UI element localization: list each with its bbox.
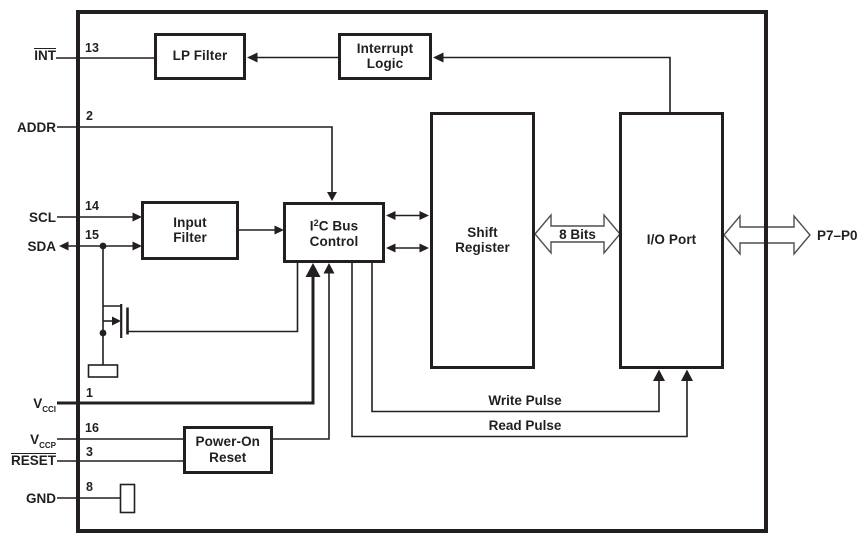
arrowhead-read-into-ioport xyxy=(681,369,693,381)
block-label: LP Filter xyxy=(172,48,228,64)
block-io-port: I/O Port xyxy=(619,111,724,369)
block-label-line2: Register xyxy=(455,240,510,255)
block-label-line2: Logic xyxy=(366,56,404,71)
port-range-label: P7–P0 xyxy=(817,227,858,243)
block-interrupt-logic: Interrupt Logic xyxy=(338,32,432,80)
gnd-pin-symbol xyxy=(119,483,136,514)
arrowhead-sda-into-inputfilter xyxy=(132,241,142,251)
arrowhead-mosfet-body xyxy=(112,316,121,326)
vccp-line xyxy=(57,272,330,440)
block-label-line1: Input xyxy=(173,214,207,230)
i2c-superscript: 2 xyxy=(313,217,319,228)
write-pulse-label: Write Pulse xyxy=(488,393,562,408)
block-i2c-bus-control: I2C Bus Control xyxy=(283,202,385,263)
arrowhead-bus1-left xyxy=(386,211,396,220)
pin-number-reset: 3 xyxy=(86,445,93,459)
mosfet-junction-dot xyxy=(99,329,107,337)
block-label-line2: Filter xyxy=(173,230,207,245)
arrowhead-addr-into-i2c xyxy=(327,192,337,201)
arrowhead-into-interrupt-logic xyxy=(433,52,444,63)
block-input-filter: Input Filter xyxy=(141,200,239,260)
pin-label-addr: ADDR xyxy=(17,120,56,135)
mosfet-ground-symbol xyxy=(87,364,119,378)
pin-label-reset: RESET xyxy=(10,453,56,468)
chip-boundary xyxy=(76,10,768,533)
ioport-to-interrupt-line xyxy=(442,56,671,113)
pin-number-addr: 2 xyxy=(86,109,93,123)
arrowhead-write-into-ioport xyxy=(653,369,665,381)
vcci-subscript: CCI xyxy=(42,405,56,414)
block-label: I/O Port xyxy=(646,232,697,248)
mosfet-source-line xyxy=(128,263,299,333)
arrowhead-vcci-into-i2c xyxy=(305,263,321,277)
read-pulse-label: Read Pulse xyxy=(488,417,562,433)
pin-number-gnd: 8 xyxy=(86,479,93,494)
block-label-line1: I2C Bus xyxy=(309,217,359,234)
pin-label-sda: SDA xyxy=(27,239,56,254)
arrowhead-sda-out xyxy=(59,241,69,251)
arrowhead-into-lpfilter xyxy=(247,52,258,63)
pin-number-vccp: 16 xyxy=(85,421,99,435)
vccp-subscript: CCP xyxy=(39,441,56,450)
arrowhead-inputfilter-into-i2c xyxy=(274,225,284,235)
block-label-line2: Reset xyxy=(209,449,247,465)
pin-label-int: INT xyxy=(34,48,56,63)
pin-label-vcci: VCCI xyxy=(33,396,56,414)
arrowhead-bus2-left xyxy=(386,243,396,253)
block-label-line1: Shift xyxy=(467,224,498,240)
arrowhead-bus1-right xyxy=(419,211,429,220)
pin-number-int: 13 xyxy=(85,41,99,55)
pin-number-vcci: 1 xyxy=(86,385,93,400)
write-pulse-line xyxy=(371,262,660,413)
block-power-on-reset: Power-On Reset xyxy=(183,426,273,474)
block-lp-filter: LP Filter xyxy=(154,32,246,80)
arrowhead-vccp-into-i2c xyxy=(323,263,335,274)
pin-number-scl: 14 xyxy=(85,199,99,213)
addr-line xyxy=(57,126,333,193)
arrowhead-scl-into-inputfilter xyxy=(132,212,142,222)
pin-label-vccp: VCCP xyxy=(30,432,56,450)
bus-width-label: 8 Bits xyxy=(559,227,596,242)
block-label-line1: Power-On xyxy=(195,434,261,450)
pin-number-sda: 15 xyxy=(85,227,99,242)
pin-label-scl: SCL xyxy=(29,210,56,225)
read-pulse-line xyxy=(351,262,688,438)
sda-junction-dot xyxy=(99,242,107,250)
vcci-line xyxy=(57,275,315,405)
block-label-line2: Control xyxy=(309,233,359,249)
block-shift-register: Shift Register xyxy=(430,111,535,369)
pin-label-gnd: GND xyxy=(26,491,56,506)
arrowhead-bus2-right xyxy=(419,243,429,253)
block-label-line1: Interrupt xyxy=(356,40,414,56)
